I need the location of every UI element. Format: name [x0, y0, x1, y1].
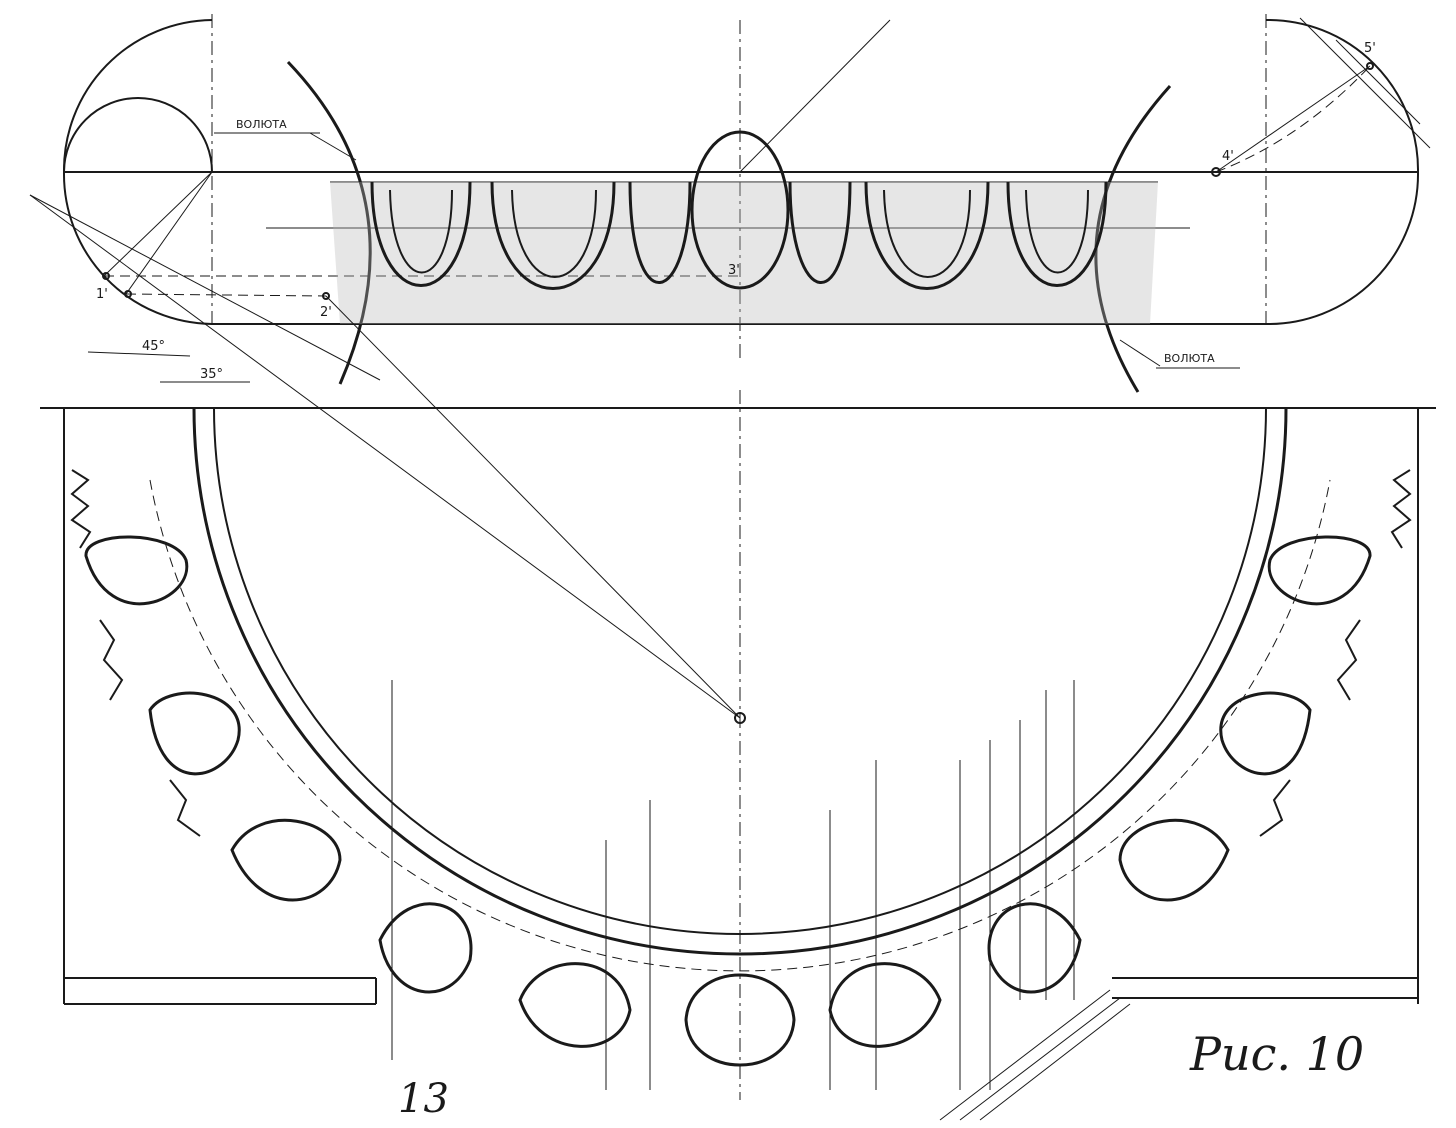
elevation-view — [29, 14, 1431, 393]
left-volute-circle — [62, 97, 214, 173]
figure-caption: Рис. 10 — [1189, 1027, 1364, 1081]
point-4-marker — [1211, 167, 1221, 177]
left-volute-arc — [286, 60, 372, 385]
plan-view — [29, 194, 1436, 1121]
volute-label-right: ВОЛЮТА — [1164, 352, 1215, 365]
plan-center-point — [734, 712, 746, 724]
point-2-marker — [124, 290, 132, 298]
point-5-label: 5' — [1364, 41, 1376, 56]
point-5-marker — [1366, 62, 1374, 70]
point-4-label: 4' — [1222, 149, 1234, 164]
egg-row — [370, 130, 1108, 290]
point-3-label: 3' — [728, 263, 740, 278]
point-1-marker — [102, 272, 110, 280]
angle-35-label: 35° — [200, 367, 223, 382]
right-volute-circle — [1265, 18, 1420, 173]
point-2-label: 2' — [320, 305, 332, 320]
point-1-label: 1' — [96, 287, 108, 302]
page-number: 13 — [398, 1076, 449, 1122]
volute-label-left: ВОЛЮТА — [236, 118, 287, 131]
plan-petals — [84, 535, 1372, 1067]
right-volute-arc — [1094, 84, 1172, 393]
angle-45-label: 45° — [142, 339, 165, 354]
